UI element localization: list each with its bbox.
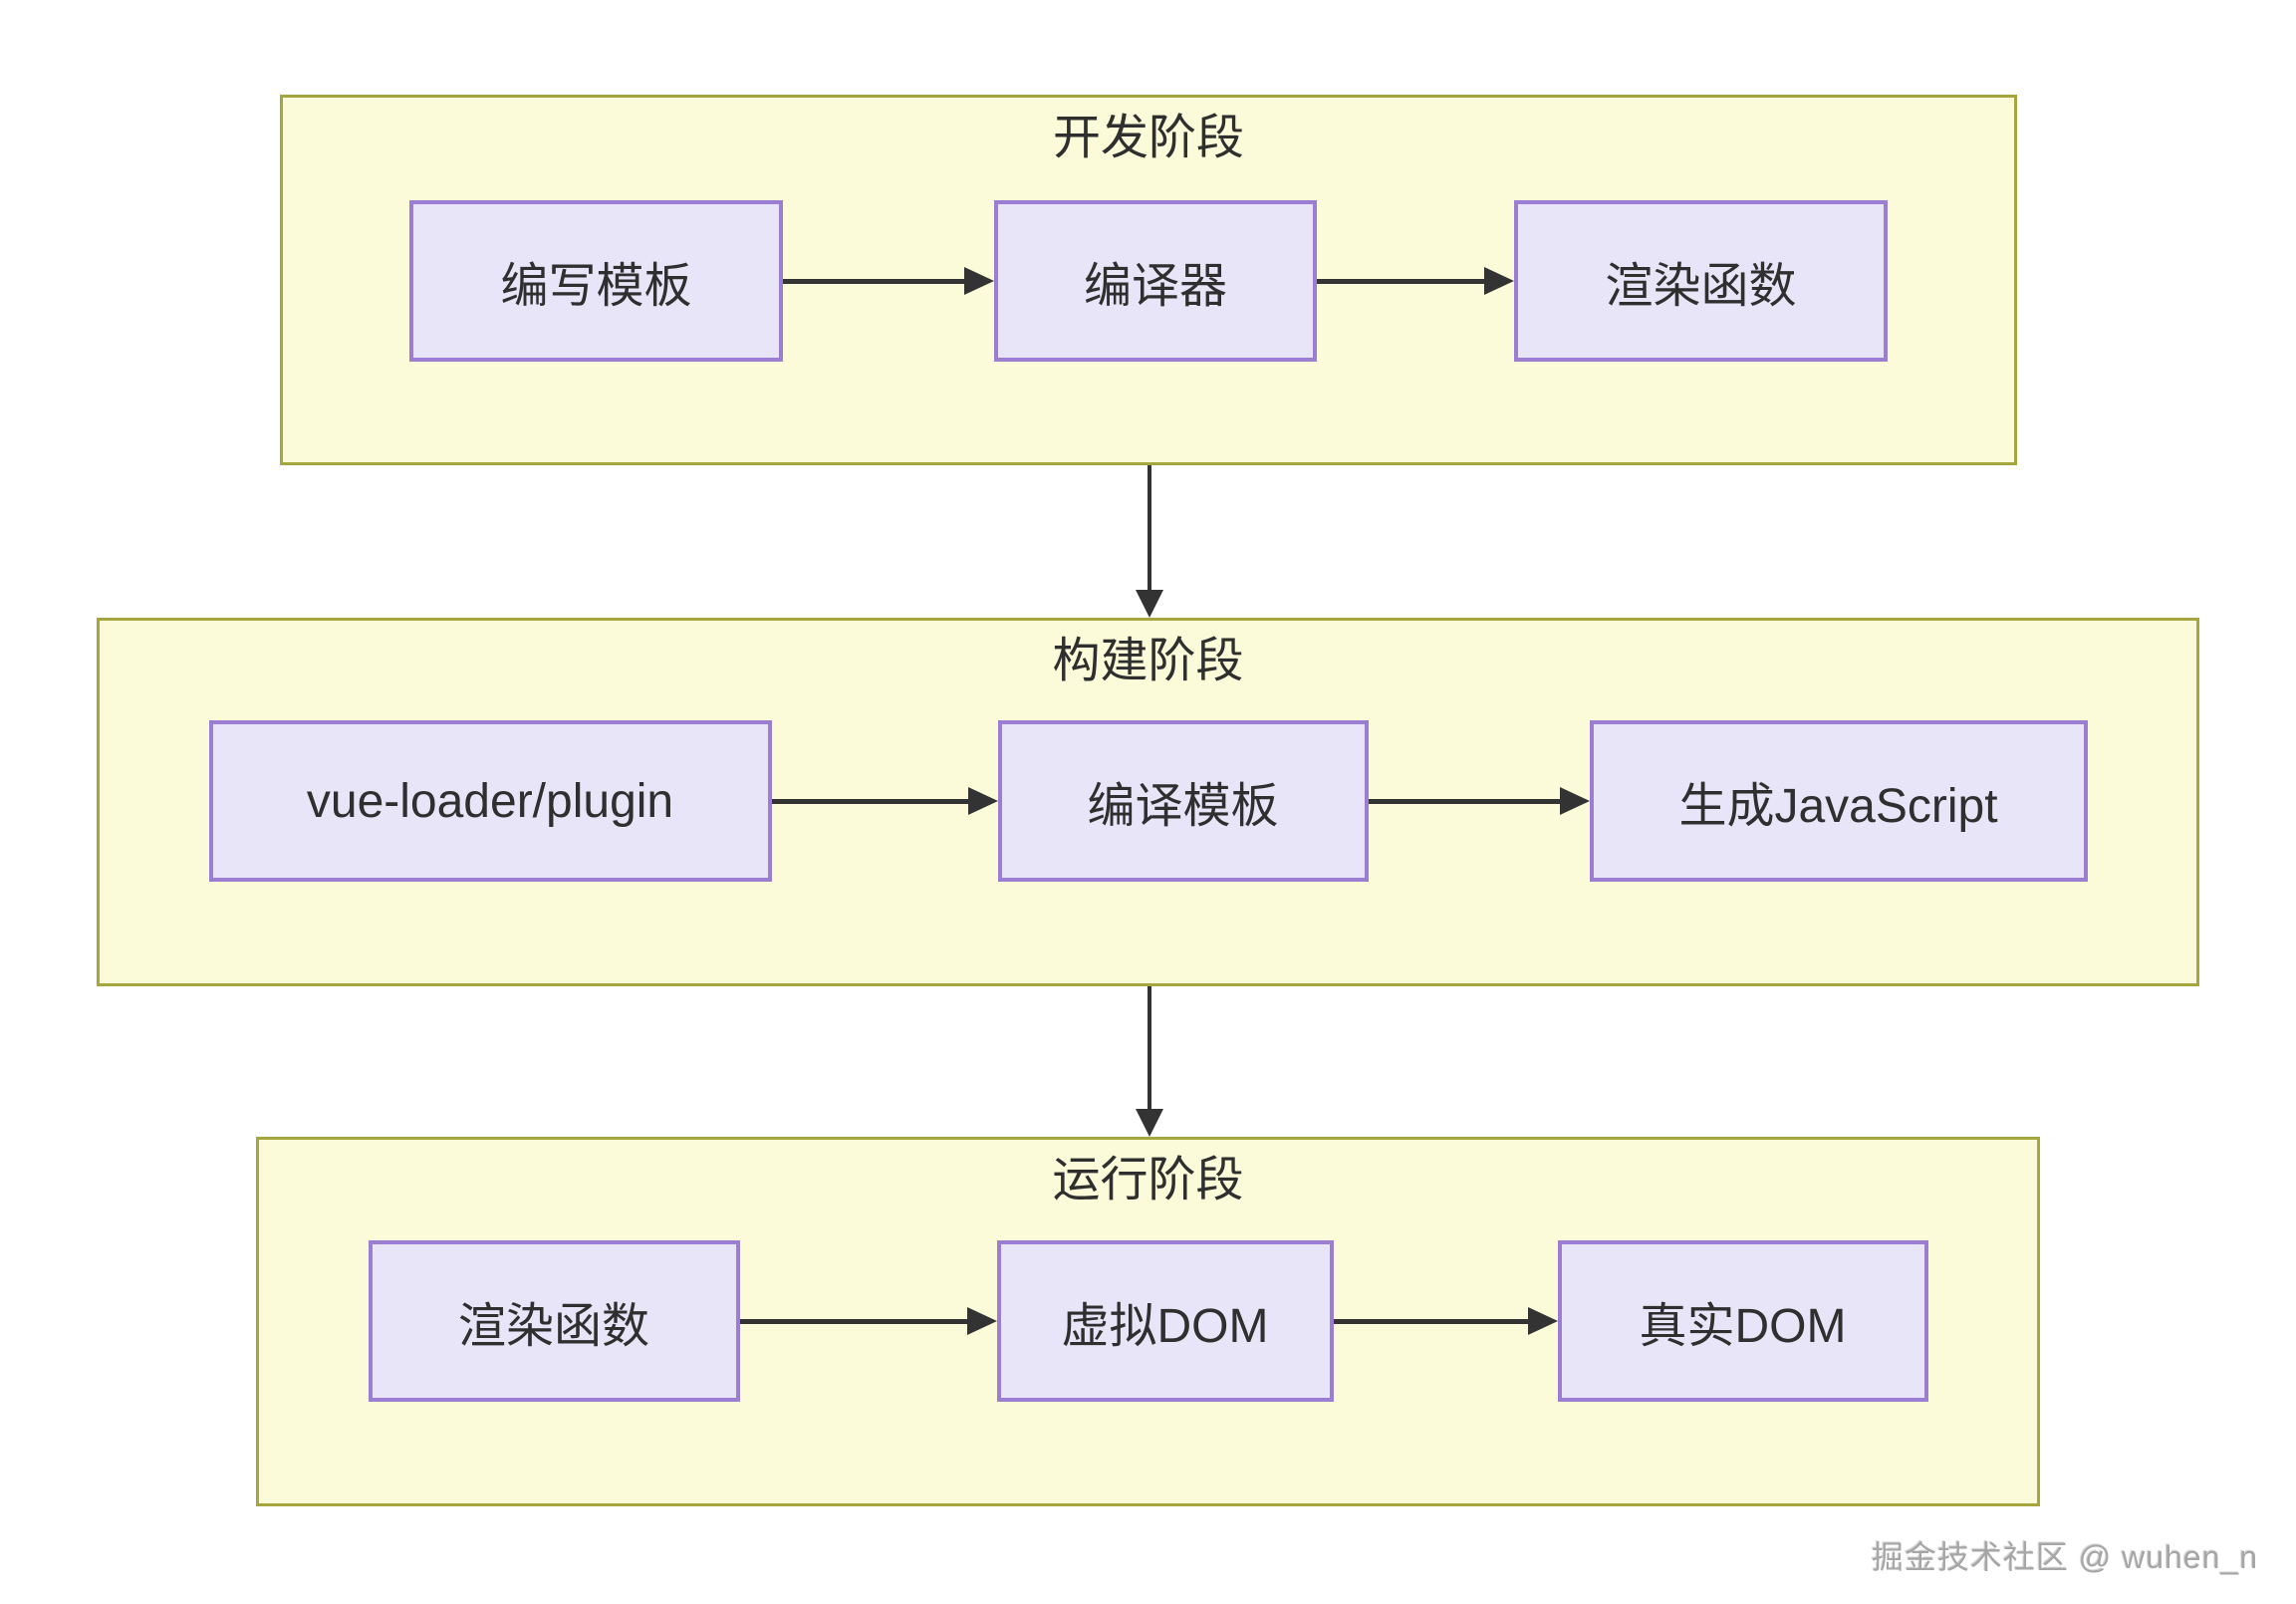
arrow-line [1148,465,1151,590]
flow-arrow [739,1307,997,1335]
stage-development: 开发阶段 编写模板 编译器 渲染函数 [280,95,2017,465]
arrow-down-icon [1136,590,1163,618]
arrow-right-icon [1559,787,1590,815]
stage-runtime: 运行阶段 渲染函数 虚拟DOM 真实DOM [256,1137,2040,1506]
flow-arrow [783,267,994,295]
arrow-right-icon [964,267,994,295]
node-render-function: 渲染函数 [368,1240,740,1402]
flow-arrow [771,787,998,815]
node-compiler: 编译器 [994,200,1317,362]
stage-runtime-row: 渲染函数 虚拟DOM 真实DOM [259,1240,2037,1402]
arrow-down-icon [1136,1109,1163,1137]
node-generate-javascript: 生成JavaScript [1589,720,2088,882]
arrow-line [1317,278,1484,284]
stage-development-row: 编写模板 编译器 渲染函数 [283,200,2014,362]
stage-build-title: 构建阶段 [1052,635,1244,687]
flow-arrow [1368,787,1590,815]
arrow-line [771,798,968,804]
flow-arrow [1333,1307,1558,1335]
stage-build: 构建阶段 vue-loader/plugin 编译模板 生成JavaScript [97,618,2199,986]
node-vue-loader-plugin: vue-loader/plugin [208,720,772,882]
stage-development-title: 开发阶段 [1052,112,1244,164]
arrow-right-icon [1484,267,1514,295]
node-render-function: 渲染函数 [1514,200,1888,362]
arrow-line [783,278,964,284]
node-write-template: 编写模板 [409,200,783,362]
arrow-line [1148,986,1151,1109]
arrow-line [1368,798,1560,804]
stage-flow-arrow [1136,465,1163,618]
arrow-right-icon [966,1307,997,1335]
stage-flow-arrow [1136,986,1163,1137]
watermark: 掘金技术社区 @ wuhen_n [1871,1539,2258,1575]
arrow-right-icon [1527,1307,1558,1335]
stage-build-row: vue-loader/plugin 编译模板 生成JavaScript [100,720,2196,882]
arrow-line [1333,1318,1528,1324]
stage-runtime-title: 运行阶段 [1052,1154,1244,1206]
flow-arrow [1317,267,1514,295]
node-compile-template: 编译模板 [997,720,1369,882]
node-virtual-dom: 虚拟DOM [996,1240,1334,1402]
arrow-line [739,1318,967,1324]
node-real-dom: 真实DOM [1557,1240,1928,1402]
arrow-right-icon [967,787,998,815]
